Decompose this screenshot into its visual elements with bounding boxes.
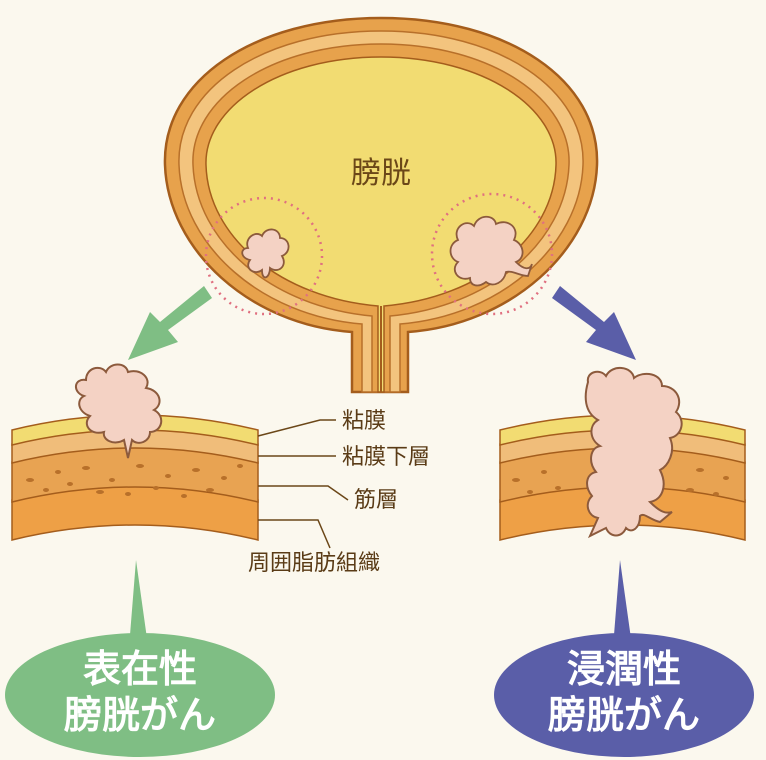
label-fat: 周囲脂肪組織 [248,551,380,576]
superficial-highlight-circle [204,196,324,316]
invasive-line1: 浸潤性 [567,647,681,691]
bladder-invasive-tumor [449,215,533,287]
arrow-right [552,286,636,360]
bladder-label: 膀胱 [351,156,411,191]
leader-lines [257,419,349,549]
superficial-bubble: 表在性 膀胱がん [5,633,275,757]
invasive-highlight-circle [430,192,554,316]
superficial-line2: 膀胱がん [64,693,216,737]
invasive-line2: 膀胱がん [548,693,700,737]
bladder: 膀胱 [163,16,599,394]
bladder-superficial-tumor [241,228,290,279]
superficial-tumor [75,363,163,459]
superficial-cross-section [11,363,259,660]
label-mucosa: 粘膜 [342,409,386,434]
invasive-bubble: 浸潤性 膀胱がん [494,633,754,757]
label-submucosa: 粘膜下層 [342,445,430,470]
arrow-left [128,286,212,360]
superficial-line1: 表在性 [83,647,197,691]
invasive-cross-section [499,367,746,660]
label-muscle: 筋層 [354,488,398,513]
muscle-texture-right [512,468,729,496]
muscle-texture [26,464,243,498]
invasive-tumor [584,367,683,539]
